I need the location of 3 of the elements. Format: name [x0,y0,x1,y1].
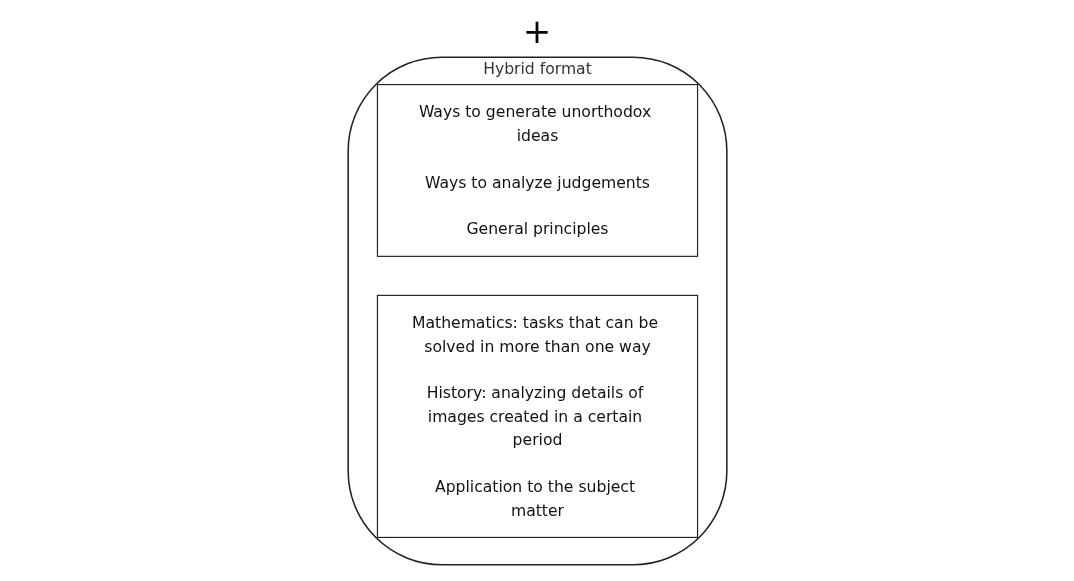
plus-sign: + [522,10,552,51]
node-box: Ways to generate unorthodox ideas Ways to analyze judgements General principles [376,83,698,257]
node-box: Mathematics: tasks that can be solved in more than one way History: analyzing details of images created in a certain period Application to the subject matter [376,294,698,538]
